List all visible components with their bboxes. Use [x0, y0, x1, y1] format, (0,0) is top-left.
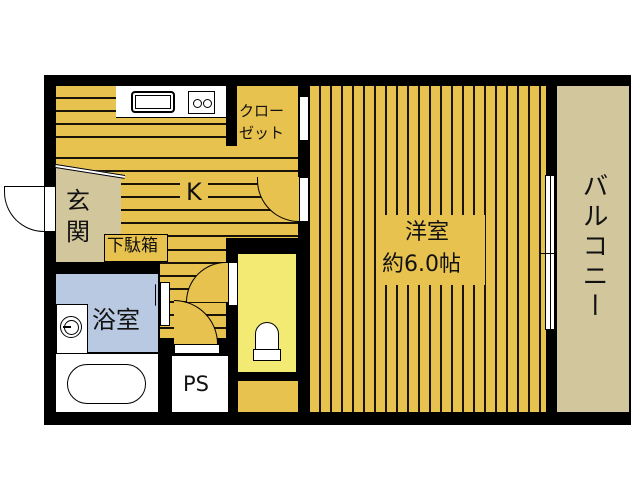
storage-below-toilet: [238, 381, 298, 412]
kitchen-label-bg: [180, 178, 208, 208]
stove-icon: [188, 91, 215, 114]
front-door-top-line: [4, 186, 44, 187]
toilet-tank-icon: [253, 349, 281, 361]
western-room-label-bg: [377, 215, 485, 285]
closet-door-opening[interactable]: [299, 96, 309, 141]
closet-label-2: ゼット: [239, 124, 285, 142]
balcony: [557, 86, 629, 412]
balcony-label: バルコニー: [578, 172, 608, 322]
shoe-box: [104, 234, 168, 262]
bath-corridor-opening[interactable]: [174, 344, 220, 354]
toilet-door-opening[interactable]: [228, 262, 238, 306]
closet-floor: [237, 86, 298, 148]
sink-icon: [131, 91, 175, 113]
shoe-box-label: 下駄箱: [107, 236, 158, 256]
room-door-opening[interactable]: [299, 177, 309, 222]
washing-machine-icon: [60, 316, 82, 338]
kitchen-label: K: [186, 178, 202, 206]
entrance-label-1: 玄: [66, 187, 90, 215]
front-door-opening[interactable]: [44, 186, 56, 232]
closet-label-1: クロー: [239, 102, 285, 120]
entrance-label-2: 関: [66, 218, 90, 246]
bathroom-door-opening[interactable]: [160, 282, 170, 326]
western-room-label-1: 洋室: [405, 220, 450, 245]
balcony-right-rail: [629, 75, 640, 425]
pipe-space: [172, 356, 228, 412]
pipe-space-label: PS: [183, 372, 209, 396]
bathtub-icon: [67, 364, 146, 404]
front-door-swing: [4, 186, 44, 232]
bathroom-label: 浴室: [92, 306, 140, 334]
western-room-label-2: 約6.0帖: [382, 252, 461, 277]
balcony-window[interactable]: [540, 175, 560, 330]
